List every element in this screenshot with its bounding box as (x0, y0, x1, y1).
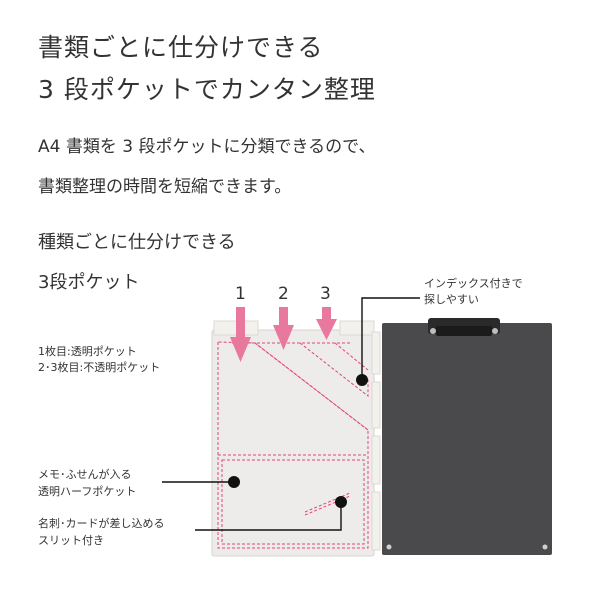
callout-memo-line-2: 透明ハーフポケット (38, 485, 137, 498)
description-line-2: 書類整理の時間を短縮できます。 (38, 177, 292, 197)
callout-card-line-1: 名刺･カードが差し込める (38, 517, 165, 530)
callout-sheets-line-2: 2･3枚目:不透明ポケット (38, 361, 161, 374)
callout-memo-line-1: メモ･ふせんが入る (38, 468, 132, 481)
headline-line-1: 書類ごとに仕分けできる (38, 33, 324, 62)
callout-index-line-1: インデックス付きで (424, 277, 523, 290)
description-line-1: A4 書類を 3 段ポケットに分類できるので、 (38, 137, 376, 157)
folder-sheet (211, 329, 375, 557)
callout-sheets-line-1: 1枚目:透明ポケット (38, 345, 137, 358)
pocket-number-3: 3 (320, 284, 331, 304)
callout-index-line-2: 探しやすい (424, 293, 479, 306)
clipboard-board (382, 323, 552, 555)
feature-line-1: 種類ごとに仕分けできる (38, 232, 236, 253)
callout-card-line-2: スリット付き (38, 534, 104, 547)
pocket-number-2: 2 (278, 284, 289, 304)
pocket-number-1: 1 (235, 284, 246, 304)
feature-line-2: 3段ポケット (38, 272, 140, 293)
headline-line-2: 3 段ポケットでカンタン整理 (38, 75, 376, 104)
